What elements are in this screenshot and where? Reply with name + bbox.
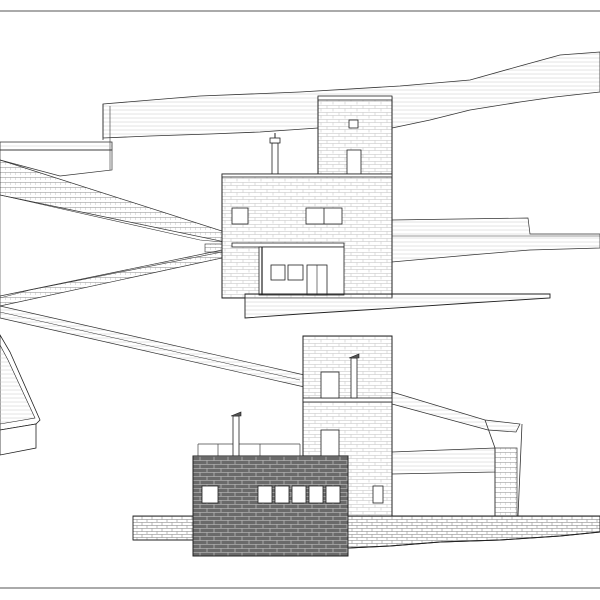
upper-porch bbox=[231, 242, 345, 296]
lower-tower-small-window bbox=[372, 485, 384, 504]
upper-terrain-band bbox=[102, 51, 600, 139]
lower-tower-upper-opening bbox=[320, 371, 340, 399]
upper-stair-run-1 bbox=[0, 159, 226, 243]
upper-right-ground-slab bbox=[391, 217, 600, 263]
upper-window-left bbox=[231, 207, 249, 225]
upper-tower-small-window bbox=[348, 119, 359, 129]
lower-dark-block bbox=[192, 455, 349, 557]
lower-dark-window-left bbox=[201, 485, 219, 504]
upper-tower-cap bbox=[317, 95, 393, 101]
upper-window-pair bbox=[305, 207, 343, 225]
upper-chimney bbox=[269, 133, 281, 175]
upper-stair-run-3 bbox=[0, 249, 223, 307]
upper-porch-window-1 bbox=[270, 264, 286, 281]
lower-block-chimney bbox=[230, 411, 242, 457]
upper-elevation bbox=[0, 51, 600, 319]
lower-plinth-left bbox=[132, 515, 194, 541]
upper-porch-window-2 bbox=[287, 264, 304, 281]
lower-roof-railing bbox=[197, 443, 301, 456]
lower-dark-window-row bbox=[257, 485, 341, 504]
lower-right-stair bbox=[494, 447, 518, 517]
upper-left-terrace bbox=[0, 141, 113, 151]
left-fragment bbox=[0, 334, 41, 456]
lower-plinth-right bbox=[347, 515, 600, 549]
lower-right-deck bbox=[391, 447, 496, 475]
upper-terrace-slab bbox=[244, 293, 551, 319]
lower-elevation bbox=[132, 335, 600, 557]
sheet-frame bbox=[0, 10, 600, 589]
lower-ground-line bbox=[133, 531, 600, 549]
lower-tower-door bbox=[320, 429, 340, 457]
lower-tower-chimney bbox=[348, 353, 360, 399]
upper-tower-door bbox=[346, 149, 362, 176]
